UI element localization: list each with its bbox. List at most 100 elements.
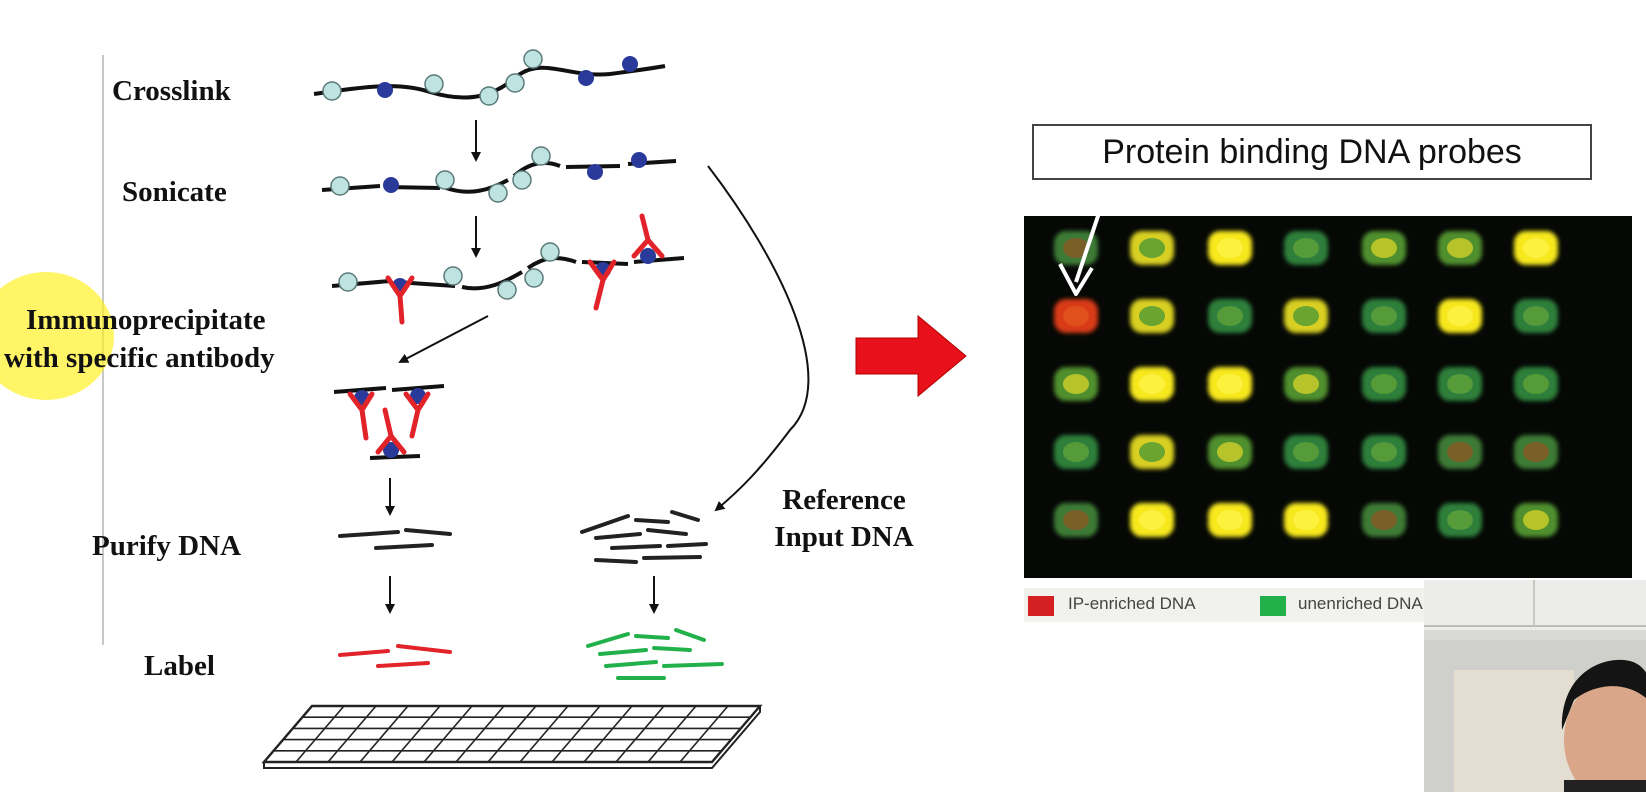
legend-label-ip-enriched: IP-enriched DNA	[1068, 594, 1196, 613]
protein-light	[443, 266, 463, 286]
sonicate-chromatin	[321, 146, 677, 203]
protein-light	[479, 86, 499, 106]
array-spot	[1130, 503, 1174, 537]
immunoprecipitate-chromatin	[331, 213, 685, 325]
step-immunoprecipitate-antibody: with specific antibody	[4, 342, 275, 374]
array-spot	[1438, 299, 1482, 333]
array-spot	[1514, 435, 1558, 469]
step-crosslink: Crosslink	[112, 75, 231, 107]
array-spot	[1362, 231, 1406, 265]
reference-dna-pile	[580, 510, 708, 564]
big-red-arrow	[855, 314, 967, 398]
array-spot	[1054, 435, 1098, 469]
microarray-grid	[261, 704, 763, 769]
protein-dark	[377, 82, 393, 98]
reference-label-line1: Reference	[782, 484, 906, 516]
array-spot	[1514, 503, 1558, 537]
purified-dna	[338, 528, 452, 550]
white-pointer-arrow	[1058, 209, 1102, 296]
array-spot	[1438, 231, 1482, 265]
protein-light	[512, 170, 532, 190]
array-spot	[1514, 367, 1558, 401]
array-spot	[1438, 435, 1482, 469]
array-spot	[1438, 503, 1482, 537]
array-spot	[1362, 367, 1406, 401]
step-sonicate: Sonicate	[122, 176, 227, 208]
step-label: Label	[144, 650, 215, 682]
legend: IP-enriched DNA unenriched DNA	[1024, 588, 1424, 622]
protein-light	[424, 74, 444, 94]
array-spot	[1362, 299, 1406, 333]
label-red-fragments	[338, 644, 452, 668]
protein-light	[435, 170, 455, 190]
microarray-image	[1024, 209, 1632, 578]
webcam-feed	[1424, 580, 1646, 792]
array-spot	[1208, 231, 1252, 265]
cursor-highlight	[0, 272, 114, 400]
precipitated-complex	[333, 384, 445, 460]
protein-dark	[640, 248, 656, 264]
protein-light	[488, 183, 508, 203]
array-spot	[1284, 503, 1328, 537]
antibody	[347, 391, 375, 441]
step-purify-dna: Purify DNA	[92, 530, 242, 562]
array-spot	[1514, 231, 1558, 265]
array-spot	[1130, 367, 1174, 401]
antibody	[375, 407, 407, 455]
antibody	[631, 213, 665, 259]
protein-light	[540, 242, 560, 262]
array-spot	[1054, 367, 1098, 401]
protein-dark	[383, 177, 399, 193]
legend-swatch-unenriched	[1260, 596, 1286, 616]
protein-light	[524, 268, 544, 288]
protein-dark	[587, 164, 603, 180]
array-spot	[1130, 435, 1174, 469]
array-spot	[1054, 299, 1098, 333]
protein-dark	[578, 70, 594, 86]
protein-dark	[383, 442, 399, 458]
array-spot	[1130, 231, 1174, 265]
label-green-fragments	[586, 628, 724, 680]
protein-dark	[622, 56, 638, 72]
microarray-spots	[1054, 209, 1558, 537]
protein-dark	[631, 152, 647, 168]
person-head	[1564, 678, 1646, 792]
arrow-diagonal	[398, 315, 489, 363]
legend-label-unenriched: unenriched DNA	[1298, 594, 1423, 613]
array-spot	[1208, 367, 1252, 401]
webcam-overlay	[1424, 580, 1646, 792]
array-spot	[1284, 299, 1328, 333]
array-spot	[1284, 435, 1328, 469]
legend-swatch-ip-enriched	[1028, 596, 1054, 616]
array-spot	[1362, 503, 1406, 537]
protein-light	[338, 272, 358, 292]
array-spot	[1362, 435, 1406, 469]
array-spot	[1208, 435, 1252, 469]
protein-light	[322, 81, 342, 101]
reference-input-label: Reference Input DNA	[744, 482, 944, 556]
array-spot	[1208, 503, 1252, 537]
array-spot	[1208, 299, 1252, 333]
array-spot	[1438, 367, 1482, 401]
array-spot	[1054, 231, 1098, 265]
antibody	[385, 275, 415, 325]
array-spot	[1284, 231, 1328, 265]
protein-light	[523, 49, 543, 69]
array-title-box: Protein binding DNA probes	[1032, 124, 1592, 180]
array-spot	[1284, 367, 1328, 401]
reference-label-line2: Input DNA	[774, 521, 914, 554]
array-spot	[1130, 299, 1174, 333]
protein-light	[505, 73, 525, 93]
antibody	[587, 259, 617, 311]
protein-light	[531, 146, 551, 166]
array-spot	[1514, 299, 1558, 333]
reference-arrow	[707, 165, 810, 512]
person-hair	[1561, 659, 1646, 730]
array-spot	[1054, 503, 1098, 537]
crosslink-chromatin	[313, 49, 666, 106]
protein-light	[497, 280, 517, 300]
protein-light	[330, 176, 350, 196]
step-immunoprecipitate: Immunoprecipitate	[26, 304, 266, 336]
